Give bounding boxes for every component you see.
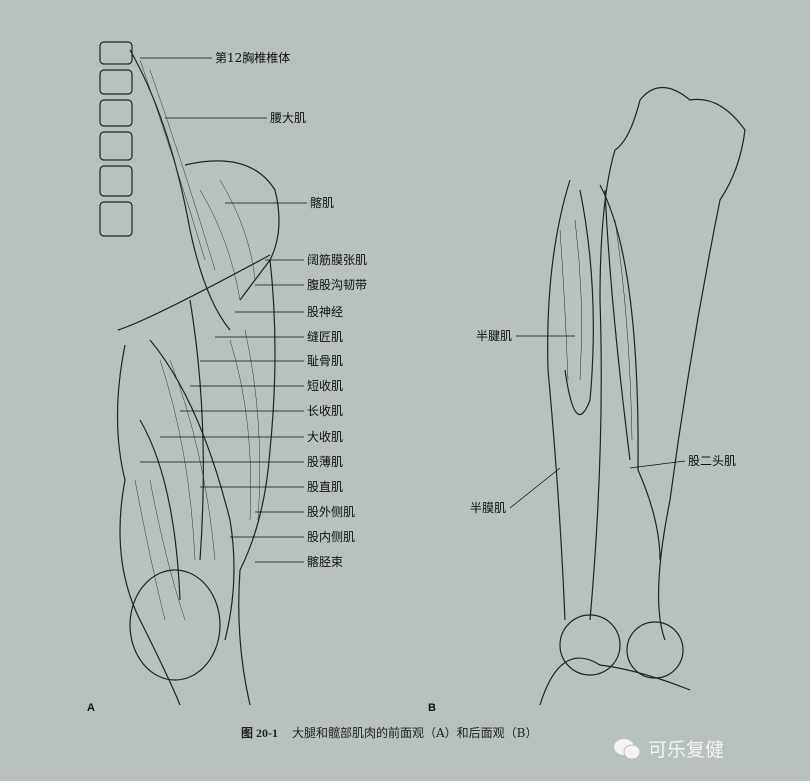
label-a-11: 股薄肌 — [307, 455, 344, 469]
label-a-6: 缝匠肌 — [307, 330, 344, 344]
watermark-text: 可乐复健 — [648, 739, 725, 761]
watermark: 可乐复健 — [612, 735, 724, 762]
label-a-1: 腰大肌 — [270, 111, 307, 125]
label-b-2: 股二头肌 — [688, 454, 737, 468]
leader-lines — [140, 57, 686, 563]
caption-text: 大腿和髋部肌肉的前面观（A）和后面观（B） — [292, 726, 538, 740]
label-a-4: 腹股沟韧带 — [307, 278, 368, 292]
label-a-7: 耻骨肌 — [307, 354, 344, 368]
leader-line — [509, 467, 561, 509]
label-a-5: 股神经 — [307, 305, 344, 319]
label-a-9: 长收肌 — [307, 404, 344, 418]
label-a-10: 大收肌 — [307, 430, 344, 444]
label-a-13: 股外侧肌 — [307, 505, 356, 519]
label-a-0: 第12胸椎椎体 — [215, 51, 291, 65]
panel-a-label: A — [87, 702, 95, 714]
leader-line — [629, 460, 686, 469]
panel-b-label: B — [428, 702, 436, 714]
anterior-thigh-drawing — [99, 41, 280, 706]
wechat-icon — [614, 738, 641, 759]
label-a-3: 阔筋膜张肌 — [307, 253, 368, 267]
label-b-0: 半腱肌 — [476, 329, 513, 343]
label-b-1: 半膜肌 — [470, 501, 507, 515]
caption-number: 图 20-1 — [241, 726, 278, 740]
label-a-15: 髂胫束 — [307, 555, 344, 569]
label-a-8: 短收肌 — [307, 379, 344, 393]
label-a-2: 髂肌 — [310, 196, 335, 210]
posterior-thigh-drawing — [539, 87, 746, 706]
lumbar-spine — [99, 41, 133, 237]
label-a-12: 股直肌 — [307, 480, 344, 494]
label-a-14: 股内侧肌 — [307, 530, 356, 544]
figure-caption: 图 20-1 大腿和髋部肌肉的前面观（A）和后面观（B） — [241, 724, 538, 741]
